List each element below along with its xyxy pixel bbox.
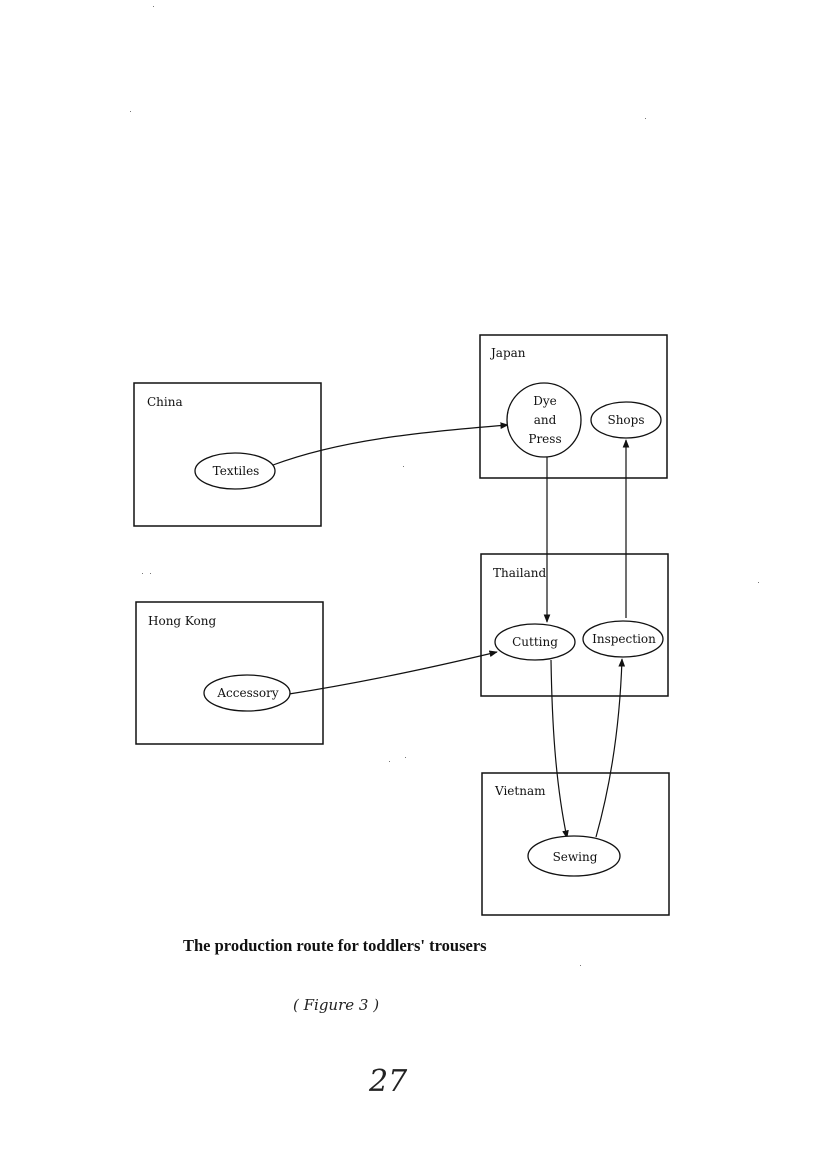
node-label-inspection: Inspection <box>592 632 656 646</box>
region-japan: Japan <box>479 334 668 479</box>
node-textiles: Textiles <box>194 452 276 490</box>
node-label-shops: Shops <box>607 413 644 427</box>
region-hongkong: Hong Kong <box>135 601 324 745</box>
scan-speck <box>153 6 154 7</box>
node-label-dye-line2: and <box>534 413 557 427</box>
region-label-china: China <box>147 395 183 409</box>
node-label-dye-line1: Dye <box>533 394 557 408</box>
edge-accessory-to-cutting <box>288 650 498 695</box>
region-china: China <box>133 382 322 527</box>
edge-textiles-to-dye <box>272 422 509 466</box>
region-vietnam: Vietnam <box>481 772 670 916</box>
region-label-thailand: Thailand <box>493 566 546 580</box>
edge-cutting-to-sewing <box>550 659 569 839</box>
scan-speck <box>142 573 143 574</box>
node-shops: Shops <box>590 401 662 439</box>
node-cutting: Cutting <box>494 623 576 661</box>
edge-sewing-to-inspection <box>595 658 626 838</box>
node-dye-and-press: Dye and Press <box>506 382 582 458</box>
region-thailand: Thailand <box>480 553 669 697</box>
scan-speck <box>758 582 759 583</box>
node-label-cutting: Cutting <box>512 635 558 649</box>
scan-speck <box>130 111 131 112</box>
scan-speck <box>150 573 151 574</box>
node-accessory: Accessory <box>203 674 291 712</box>
region-label-japan: Japan <box>489 346 526 360</box>
node-sewing: Sewing <box>527 835 621 877</box>
scan-speck <box>405 757 406 758</box>
handwritten-page-number: 27 <box>369 1064 408 1099</box>
scan-speck <box>645 118 646 119</box>
region-label-hongkong: Hong Kong <box>148 614 217 628</box>
node-label-dye-line3: Press <box>528 432 561 446</box>
scan-speck <box>403 466 404 467</box>
node-label-accessory: Accessory <box>216 686 278 700</box>
figure-caption: The production route for toddlers' trous… <box>183 936 487 955</box>
scan-speck <box>580 965 581 966</box>
node-label-textiles: Textiles <box>213 464 260 478</box>
node-inspection: Inspection <box>582 620 664 658</box>
region-label-vietnam: Vietnam <box>494 784 546 798</box>
scan-speck <box>389 761 390 762</box>
handwritten-figure-note: ( Figure 3 ) <box>293 996 380 1014</box>
node-label-sewing: Sewing <box>553 850 598 864</box>
